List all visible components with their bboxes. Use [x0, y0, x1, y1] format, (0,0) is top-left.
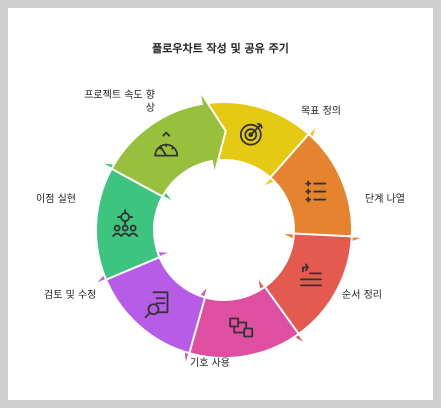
list-icon — [305, 180, 327, 203]
diagram-canvas: 플로우차트 작성 및 공유 주기 목표 정의 단계 나열 순서 정리 기호 사용… — [8, 8, 433, 400]
cycle-segment-list-steps — [268, 132, 367, 255]
flowchart-symbol-icon — [229, 317, 254, 338]
step-label-organize-order: 순서 정리 — [342, 290, 382, 301]
document-search-icon — [144, 291, 169, 319]
step-label-improve-speed: 프로젝트 속도 향 상 — [84, 90, 155, 114]
target-icon — [239, 122, 263, 146]
step-label-realize-benefits: 이점 실현 — [36, 194, 76, 205]
diagram-title: 플로우차트 작성 및 공유 주기 — [152, 42, 289, 55]
cycle-segment-use-symbols — [178, 283, 301, 367]
sort-order-icon — [300, 263, 322, 287]
team-gear-icon — [112, 209, 139, 237]
step-label-review-revise: 검토 및 수정 — [44, 290, 97, 301]
cycle-diagram — [92, 89, 367, 367]
cycle-segment-review-revise — [92, 249, 207, 355]
step-label-use-symbols: 기호 사용 — [190, 358, 230, 369]
speedometer-icon — [154, 131, 179, 157]
cycle-segment-improve-speed — [110, 89, 227, 198]
step-label-define-goals: 목표 정의 — [301, 106, 341, 117]
step-label-list-steps: 단계 나열 — [365, 194, 405, 205]
